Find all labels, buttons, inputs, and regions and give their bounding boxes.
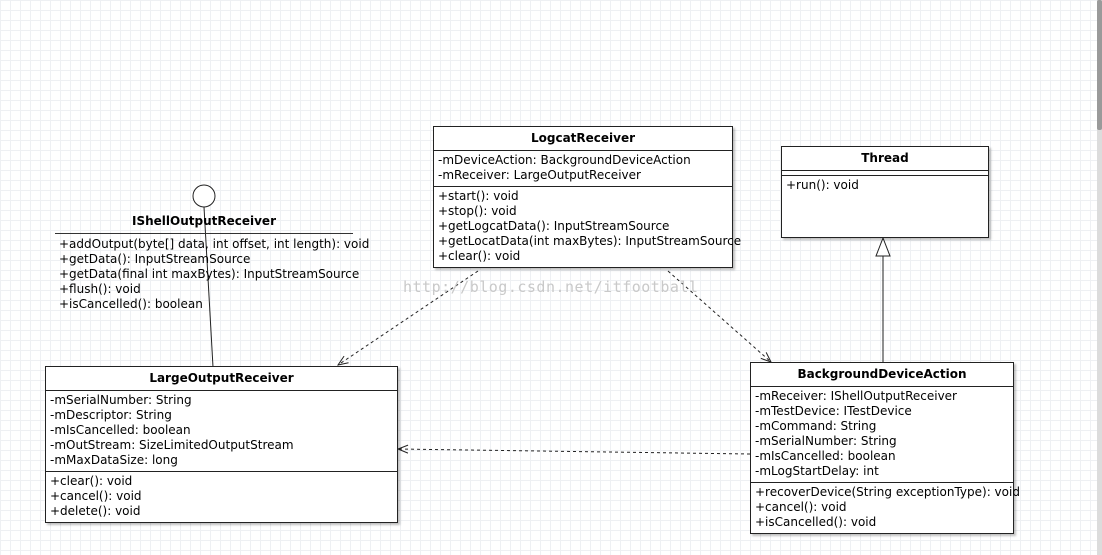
operation: +getData(): InputStreamSource	[59, 252, 251, 266]
operations-section: +start(): void +stop(): void +getLogcatD…	[434, 187, 742, 267]
operation: +getLocatData(int maxBytes): InputStream…	[438, 234, 742, 248]
operation: +isCancelled(): boolean	[59, 297, 203, 311]
operation: +start(): void	[438, 189, 519, 203]
class-name: LargeOutputReceiver	[46, 367, 397, 391]
attributes-section	[782, 171, 988, 176]
vertical-scrollbar[interactable]	[1097, 0, 1102, 555]
class-large-output-receiver[interactable]: LargeOutputReceiver -mSerialNumber: Stri…	[45, 366, 398, 523]
class-name: LogcatReceiver	[434, 127, 732, 151]
attribute: -mDeviceAction: BackgroundDeviceAction	[438, 153, 691, 167]
attribute: -mOutStream: SizeLimitedOutputStream	[50, 438, 294, 452]
operation: +run(): void	[786, 178, 859, 192]
operation: +cancel(): void	[755, 500, 847, 514]
operation: +cancel(): void	[50, 489, 142, 503]
watermark-text: http://blog.csdn.net/itfootball	[403, 278, 699, 296]
operation: +stop(): void	[438, 204, 517, 218]
dependency-logcat-to-large	[338, 270, 479, 365]
attribute: -mReceiver: IShellOutputReceiver	[755, 389, 957, 403]
attribute: -mMaxDataSize: long	[50, 453, 178, 467]
operation: +getLogcatData(): InputStreamSource	[438, 219, 670, 233]
class-background-device-action[interactable]: BackgroundDeviceAction -mReceiver: IShel…	[750, 362, 1020, 534]
interface-lollipop	[192, 184, 216, 208]
scrollbar-thumb[interactable]	[1097, 0, 1102, 130]
attributes-section: -mReceiver: IShellOutputReceiver -mTestD…	[751, 387, 1013, 483]
operations-section: +run(): void	[782, 176, 988, 196]
operations-section: +recoverDevice(String exceptionType): vo…	[751, 483, 1020, 533]
operation: +addOutput(byte[] data, int offset, int …	[59, 237, 370, 251]
operation: +clear(): void	[50, 474, 133, 488]
operation: +clear(): void	[438, 249, 521, 263]
class-name: BackgroundDeviceAction	[751, 363, 1013, 387]
attribute: -mTestDevice: ITestDevice	[755, 404, 912, 418]
interface-name: IShellOutputReceiver	[55, 214, 353, 234]
operation: +delete(): void	[50, 504, 141, 518]
dependency-logcat-to-background	[667, 270, 771, 362]
class-thread[interactable]: Thread +run(): void	[781, 146, 989, 238]
generalization-triangle	[875, 236, 891, 257]
operation: +flush(): void	[59, 282, 141, 296]
dependency-background-to-large	[398, 449, 751, 455]
interface-operations: +addOutput(byte[] data, int offset, int …	[59, 237, 369, 312]
attributes-section: -mSerialNumber: String -mDescriptor: Str…	[46, 391, 397, 472]
attribute: -mSerialNumber: String	[755, 434, 897, 448]
attribute: -mDescriptor: String	[50, 408, 172, 422]
operation: +recoverDevice(String exceptionType): vo…	[755, 485, 1020, 499]
class-name: Thread	[782, 147, 988, 171]
attribute: -mReceiver: LargeOutputReceiver	[438, 168, 641, 182]
class-logcat-receiver[interactable]: LogcatReceiver -mDeviceAction: Backgroun…	[433, 126, 742, 268]
attribute: -mSerialNumber: String	[50, 393, 192, 407]
operations-section: +clear(): void +cancel(): void +delete()…	[46, 472, 397, 522]
attributes-section: -mDeviceAction: BackgroundDeviceAction -…	[434, 151, 732, 187]
operation: +getData(final int maxBytes): InputStrea…	[59, 267, 360, 281]
operation: +isCancelled(): void	[755, 515, 877, 529]
attribute: -mLogStartDelay: int	[755, 464, 879, 478]
attribute: -mIsCancelled: boolean	[50, 423, 191, 437]
attribute: -mCommand: String	[755, 419, 877, 433]
attribute: -mIsCancelled: boolean	[755, 449, 896, 463]
